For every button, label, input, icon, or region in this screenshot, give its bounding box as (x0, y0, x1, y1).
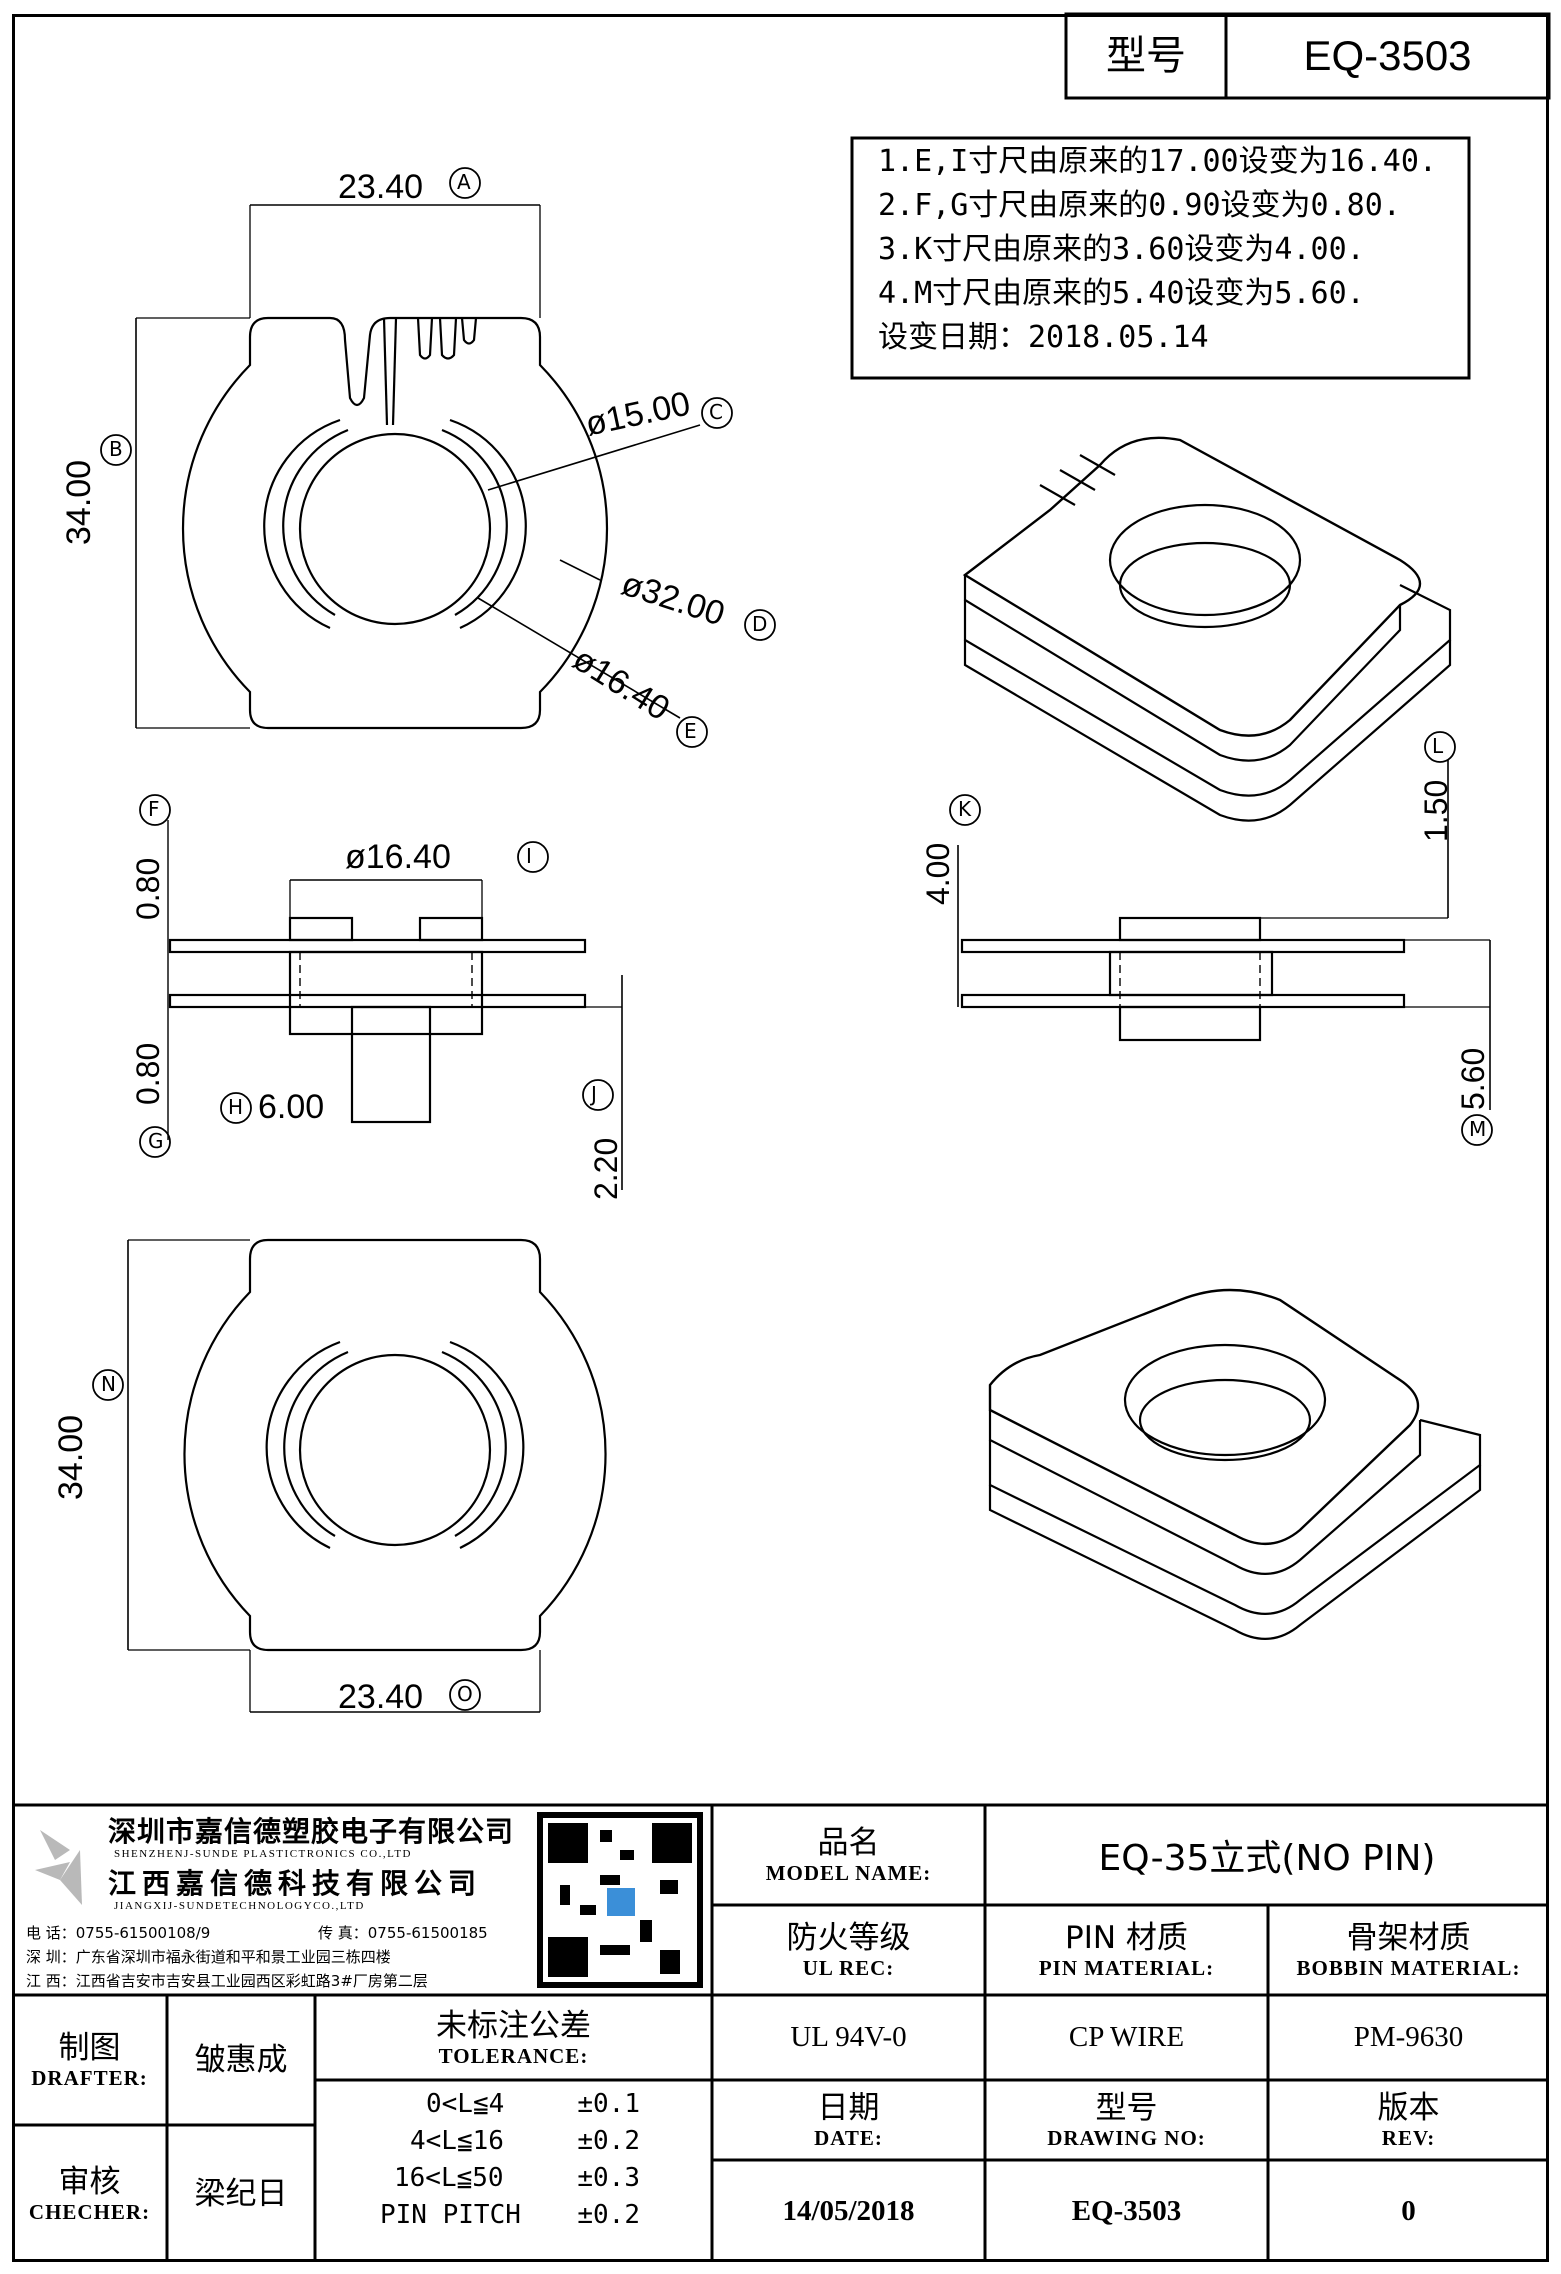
dim-h-value: 6.00 (258, 1088, 325, 1126)
qr-pattern (548, 1823, 692, 1977)
dim-j-tag: J (591, 1082, 597, 1106)
change-note-4: 4.M寸尺由原来的5.40设变为5.60. (878, 276, 1365, 311)
dim-n-value: 34.00 (52, 1414, 90, 1500)
qr-code (537, 1812, 703, 1988)
company-name-sz-en: SHENZHENJ-SUNDE PLASTICTRONICS CO.,LTD (114, 1848, 412, 1860)
bottom-view (127, 1238, 607, 1713)
ul-label: 防火等级 UL REC: (786, 1920, 911, 1980)
change-note-2: 2.F,G寸尺由原来的0.90设变为0.80. (878, 188, 1401, 223)
header-box (1064, 12, 1551, 100)
rev-label: 版本 REV: (1377, 2090, 1440, 2150)
dim-l-value: 1.50 (1418, 779, 1454, 842)
dim-b-tag: B (109, 437, 123, 461)
tolerance-row: 4<L≦16 ±0.2 (410, 2126, 640, 2156)
change-note-1: 1.E,I寸尺由原来的17.00设变为16.40. (878, 144, 1437, 179)
change-note-date: 设变日期：2018.05.14 (878, 320, 1209, 355)
isometric-view-top (962, 436, 1452, 822)
date-value: 14/05/2018 (782, 2194, 915, 2227)
drawing-no-value: EQ-3503 (1071, 2194, 1182, 2227)
isometric-view-bottom (988, 1288, 1482, 1640)
checker-label: 审核 CHECHER: (28, 2163, 151, 2224)
date-label: 日期 DATE: (814, 2090, 883, 2150)
dim-o-tag: O (457, 1682, 473, 1706)
dim-k-tag: K (958, 797, 972, 821)
side-view (957, 760, 1491, 1110)
dim-i-value: ø16.40 (345, 838, 451, 876)
checker-value: 梁纪日 (194, 2175, 288, 2212)
top-view (135, 204, 701, 730)
dim-f-tag: F (148, 797, 160, 821)
bobbin-value: PM-9630 (1353, 2021, 1464, 2053)
tolerance-row: PIN PITCH ±0.2 (380, 2200, 640, 2230)
dim-d-tag: D (752, 612, 768, 636)
tolerance-label: 未标注公差 TOLERANCE: (436, 2007, 591, 2068)
tolerance-row: 0<L≦4 ±0.1 (426, 2089, 640, 2119)
bobbin-label: 骨架材质 BOBBIN MATERIAL: (1296, 1920, 1521, 1980)
tolerance-row: 16<L≦50 ±0.3 (394, 2163, 640, 2193)
rev-value: 0 (1401, 2194, 1416, 2227)
dim-h-tag: H (228, 1095, 244, 1119)
header-model-value: EQ-3503 (1303, 32, 1472, 79)
company-address-sz: 深 圳：广东省深圳市福永街道和平和景工业园三栋四楼 (26, 1948, 391, 1966)
change-notes: 1.E,I寸尺由原来的17.00设变为16.40. 2.F,G寸尺由原来的0.9… (878, 140, 1437, 360)
drawing-no-label: 型号 DRAWING NO: (1047, 2090, 1206, 2150)
dim-l-tag: L (1432, 734, 1444, 758)
dim-c-tag: C (709, 400, 723, 424)
company-logo (35, 1830, 82, 1905)
dim-b-value: 34.00 (60, 459, 98, 545)
qr-logo (605, 1886, 637, 1918)
pin-label: PIN 材质 PIN MATERIAL: (1038, 1920, 1215, 1980)
company-name-sz: 深圳市嘉信德塑胶电子有限公司 (108, 1815, 515, 1848)
drafter-label: 制图 DRAFTER: (31, 2030, 148, 2090)
dim-g-value: 0.80 (130, 1042, 166, 1105)
company-name-jx-en: JIANGXIJ-SUNDETECHNOLOGYCO.,LTD (114, 1900, 365, 1912)
title-block-grid (12, 1803, 1549, 2262)
ul-value: UL 94V-0 (790, 2021, 907, 2053)
company-fax: 传 真：0755-61500185 (318, 1924, 488, 1942)
dim-a-value: 23.40 (338, 168, 424, 206)
product-value: EQ-35立式(NO PIN) (1098, 1838, 1436, 1879)
dim-f-value: 0.80 (130, 857, 166, 920)
dim-m-value: 5.60 (1455, 1047, 1491, 1110)
dim-j-value: 2.20 (588, 1137, 624, 1200)
pin-value: CP WIRE (1068, 2021, 1185, 2053)
dim-a-tag: A (457, 170, 471, 194)
company-info: 深圳市嘉信德塑胶电子有限公司 SHENZHENJ-SUNDE PLASTICTR… (18, 1810, 548, 1992)
dim-k-value: 4.00 (920, 842, 956, 905)
change-note-3: 3.K寸尺由原来的3.60设变为4.00. (878, 232, 1365, 267)
header-model-label: 型号 (1106, 33, 1186, 79)
company-name-jx: 江西嘉信德科技有限公司 (108, 1867, 483, 1900)
product-label: 品名 MODEL NAME: (765, 1825, 932, 1885)
dim-g-tag: G (148, 1129, 164, 1153)
drafter-value: 皱惠成 (194, 2042, 288, 2078)
change-notes-box (850, 136, 1471, 380)
dim-e-tag: E (684, 719, 697, 743)
dim-i-tag: I (526, 844, 532, 868)
drawing-sheet (12, 14, 1549, 2262)
company-phone: 电 话：0755-61500108/9 (26, 1924, 211, 1942)
company-address-jx: 江 西：江西省吉安市吉安县工业园西区彩虹路3#厂房第二层 (26, 1972, 428, 1990)
front-section-view (167, 820, 623, 1190)
dim-o-value: 23.40 (338, 1678, 424, 1716)
dim-m-tag: M (1469, 1117, 1487, 1141)
dim-n-tag: N (101, 1372, 116, 1396)
tolerance-table: 0<L≦4 ±0.1 4<L≦16 ±0.2 16<L≦50 ±0.3 PIN … (380, 2086, 640, 2234)
